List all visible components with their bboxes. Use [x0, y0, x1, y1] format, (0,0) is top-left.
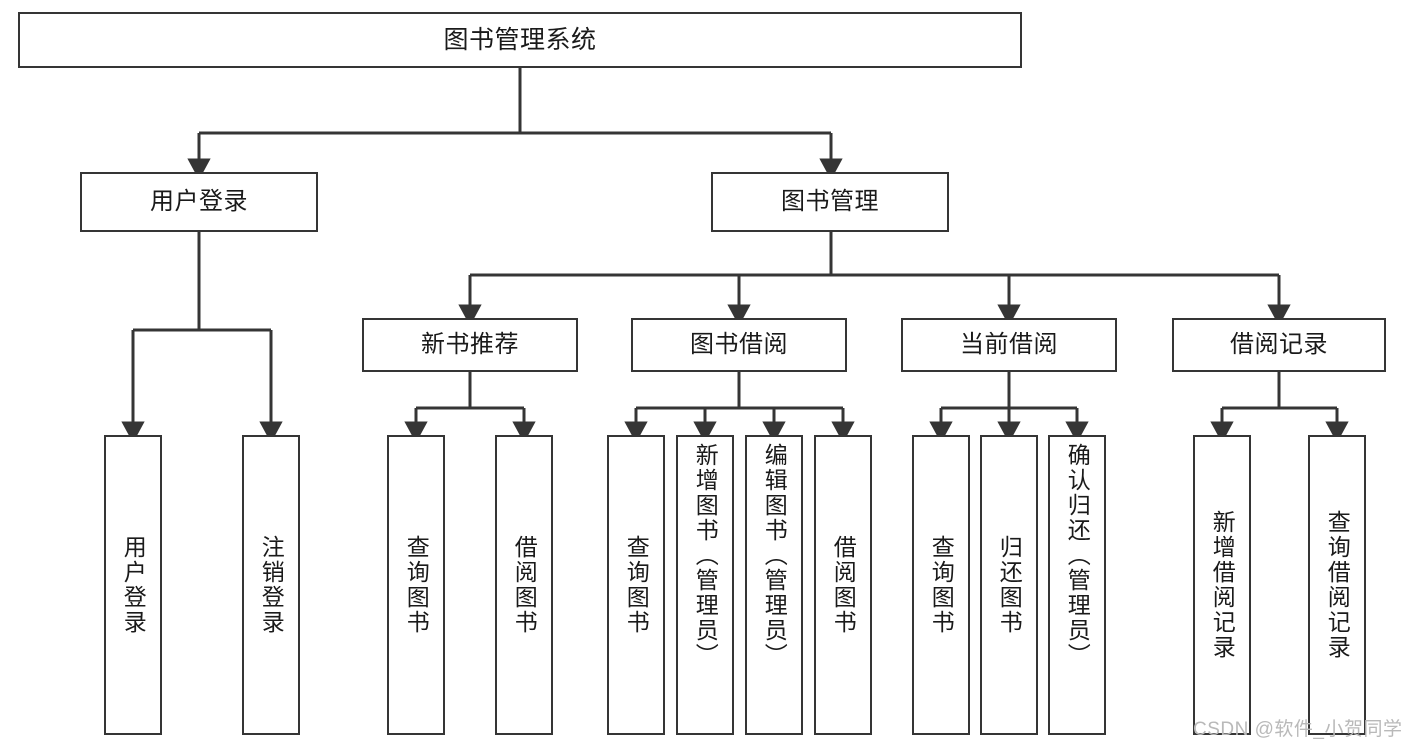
- node-label: 新书推荐: [421, 330, 519, 358]
- node-leaf-return-book[interactable]: 归还图书: [980, 435, 1038, 735]
- node-label: 当前借阅: [960, 330, 1058, 358]
- node-label: 确认归还（管理员）: [1064, 443, 1091, 668]
- node-root-book-management-system[interactable]: 图书管理系统: [18, 12, 1022, 68]
- node-label: 用户登录: [120, 535, 147, 635]
- node-label: 新增借阅记录: [1209, 510, 1236, 660]
- node-label: 新增图书（管理员）: [692, 443, 719, 668]
- node-label: 借阅图书: [511, 535, 538, 635]
- node-label: 图书借阅: [690, 330, 788, 358]
- node-label: 图书管理系统: [443, 26, 597, 54]
- node-leaf-add-book-admin[interactable]: 新增图书（管理员）: [676, 435, 734, 735]
- node-label: 用户登录: [150, 187, 248, 215]
- node-leaf-user-logout[interactable]: 注销登录: [242, 435, 300, 735]
- node-label: 借阅图书: [830, 535, 857, 635]
- node-label: 归还图书: [996, 535, 1023, 635]
- node-leaf-query-book-recommend[interactable]: 查询图书: [387, 435, 445, 735]
- node-leaf-borrow-book[interactable]: 借阅图书: [814, 435, 872, 735]
- node-leaf-query-book-current[interactable]: 查询图书: [912, 435, 970, 735]
- node-label: 图书管理: [781, 187, 879, 215]
- node-leaf-borrow-book-recommend[interactable]: 借阅图书: [495, 435, 553, 735]
- node-new-book-recommend[interactable]: 新书推荐: [362, 318, 578, 372]
- node-book-management[interactable]: 图书管理: [711, 172, 949, 232]
- csdn-watermark: CSDN @软件_小贺同学: [1193, 719, 1403, 740]
- node-leaf-add-borrow-record[interactable]: 新增借阅记录: [1193, 435, 1251, 735]
- node-label: 查询图书: [623, 535, 650, 635]
- node-user-login[interactable]: 用户登录: [80, 172, 318, 232]
- node-borrow-record[interactable]: 借阅记录: [1172, 318, 1386, 372]
- node-label: 查询借阅记录: [1324, 510, 1351, 660]
- node-label: 注销登录: [258, 535, 285, 635]
- node-current-borrow[interactable]: 当前借阅: [901, 318, 1117, 372]
- node-book-borrow[interactable]: 图书借阅: [631, 318, 847, 372]
- node-label: 借阅记录: [1230, 330, 1328, 358]
- node-leaf-confirm-return-admin[interactable]: 确认归还（管理员）: [1048, 435, 1106, 735]
- node-leaf-query-borrow-record[interactable]: 查询借阅记录: [1308, 435, 1366, 735]
- node-label: 查询图书: [403, 535, 430, 635]
- node-leaf-edit-book-admin[interactable]: 编辑图书（管理员）: [745, 435, 803, 735]
- node-leaf-query-book-borrow[interactable]: 查询图书: [607, 435, 665, 735]
- node-leaf-user-login[interactable]: 用户登录: [104, 435, 162, 735]
- node-label: 编辑图书（管理员）: [761, 443, 788, 668]
- node-label: 查询图书: [928, 535, 955, 635]
